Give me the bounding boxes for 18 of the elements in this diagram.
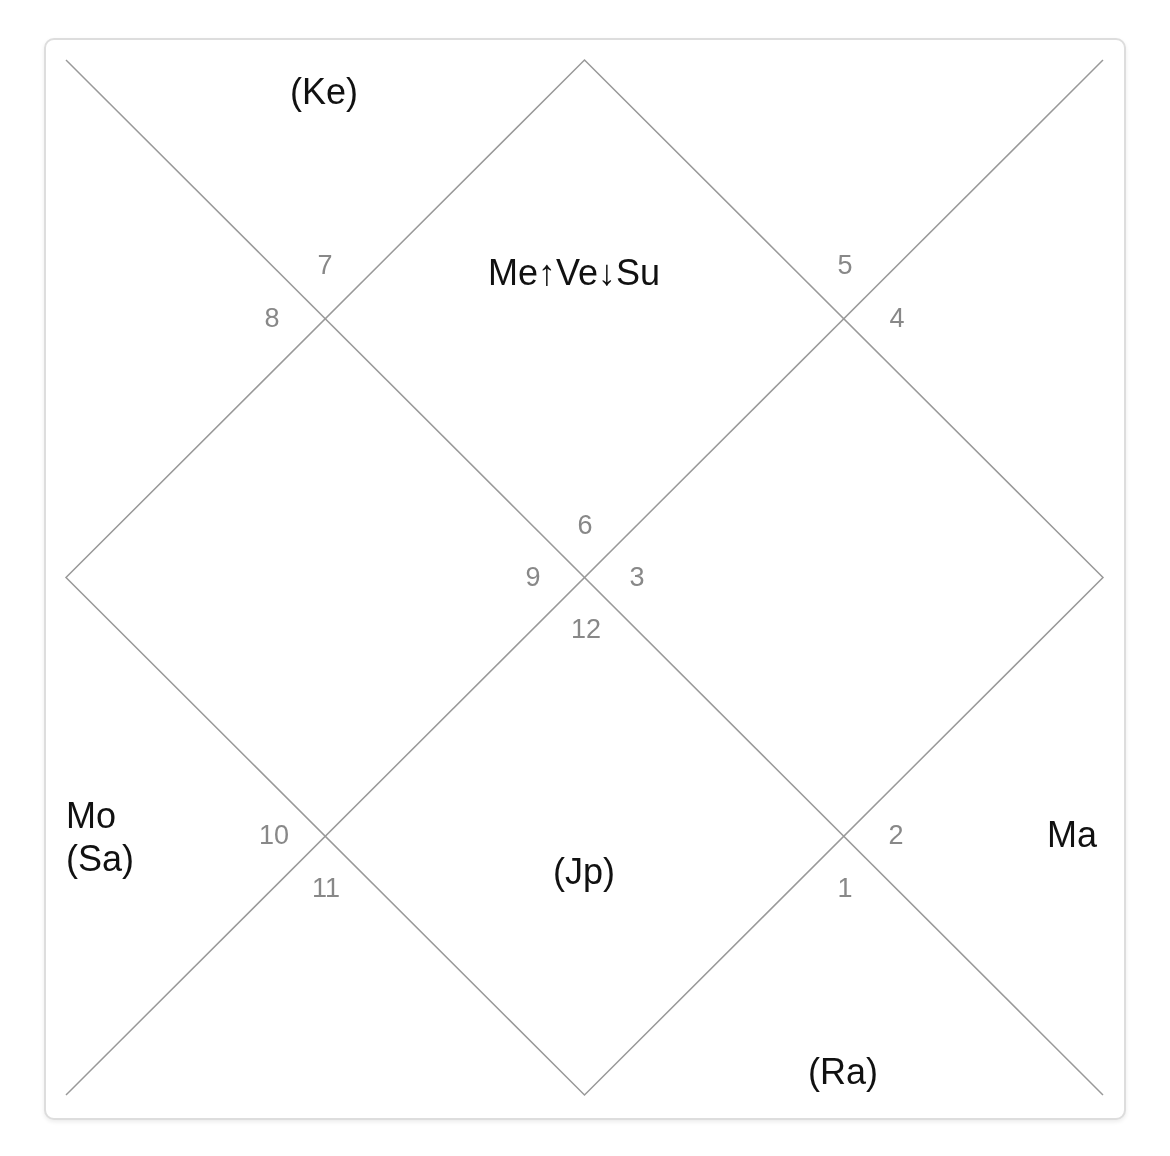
- planet-label: Me↑Ve↓Su: [487, 251, 661, 295]
- house-number: 7: [317, 248, 333, 282]
- house-number: 1: [837, 871, 853, 905]
- house-number: 5: [837, 248, 853, 282]
- planet-label: Ma: [1047, 813, 1097, 857]
- planet-label: (Ra): [808, 1050, 878, 1094]
- house-number: 9: [525, 560, 541, 594]
- planet-label: (Jp): [553, 850, 615, 894]
- house-number: 4: [889, 301, 905, 335]
- house-number: 3: [629, 560, 645, 594]
- planet-label: Mo (Sa): [66, 793, 135, 881]
- planet-label: (Ke): [290, 70, 358, 114]
- house-number: 2: [888, 818, 904, 852]
- house-number: 12: [571, 612, 601, 646]
- house-number: 11: [312, 871, 340, 905]
- house-number: 10: [259, 818, 289, 852]
- house-number: 6: [577, 508, 593, 542]
- house-number: 8: [264, 301, 280, 335]
